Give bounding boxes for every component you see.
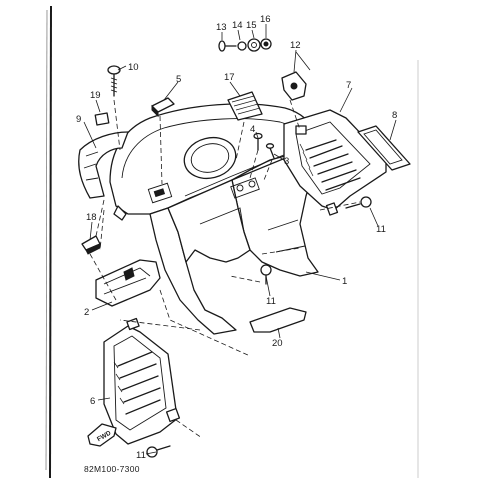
- callout-8: 8: [392, 110, 397, 121]
- callout-numbers: 1 2 6 7 8 9 10 11 11 11 11 12 13 14 15 1…: [76, 14, 397, 461]
- callout-11-bottom: 11: [136, 450, 146, 461]
- bracket-12: [281, 71, 307, 101]
- block-19: [94, 112, 110, 126]
- decal-plate-17: [227, 91, 263, 121]
- bolt-11-c: [146, 445, 171, 458]
- lower-duct-2: [95, 259, 161, 307]
- callout-16: 16: [260, 14, 271, 25]
- part-code: 82M100-7300: [84, 464, 140, 474]
- fastener-set-13-16: [218, 38, 272, 52]
- callout-14: 14: [232, 20, 243, 31]
- clip-5: [151, 97, 175, 118]
- callout-5: 5: [176, 74, 181, 85]
- callout-11-center: 11: [266, 296, 276, 307]
- callout-10: 10: [128, 62, 139, 73]
- callout-11-right: 11: [376, 224, 386, 235]
- callout-13: 13: [216, 22, 227, 33]
- pins-3-4: [253, 132, 275, 159]
- callout-9: 9: [76, 114, 81, 125]
- callout-3: 3: [284, 156, 289, 167]
- callout-2: 2: [84, 307, 89, 318]
- callout-6: 6: [90, 396, 95, 407]
- left-lower-vent-panel: [103, 317, 181, 445]
- callout-17: 17: [224, 72, 235, 83]
- callout-19: 19: [90, 90, 101, 101]
- callout-1: 1: [342, 276, 347, 287]
- callout-15: 15: [246, 20, 257, 31]
- seal-strip-8: [357, 125, 411, 171]
- callout-4: 4: [250, 124, 255, 135]
- bracket-strip-20: [249, 307, 307, 333]
- callout-leaders: [83, 24, 397, 455]
- callout-7: 7: [346, 80, 351, 91]
- bolt-11-a: [345, 196, 372, 209]
- wedge-18: [81, 235, 101, 255]
- fwd-arrow: FWD: [87, 423, 117, 447]
- page-left-edge: [45, 5, 52, 479]
- screw-10: [107, 65, 121, 97]
- callout-20: 20: [272, 338, 283, 349]
- callout-18: 18: [86, 212, 97, 223]
- bolt-11-b: [260, 264, 272, 285]
- inner-shield: [78, 131, 129, 199]
- callout-12: 12: [290, 40, 301, 51]
- assembly-guide-lines: [89, 99, 361, 439]
